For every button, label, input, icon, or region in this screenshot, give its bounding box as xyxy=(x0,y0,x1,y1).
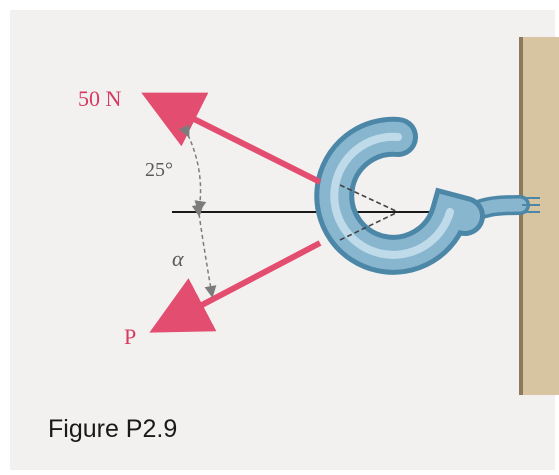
hook-eye xyxy=(314,116,485,275)
figure-caption: Figure P2.9 xyxy=(48,415,178,443)
wall xyxy=(519,37,559,395)
angle-25-label: 25° xyxy=(145,159,173,181)
force-50n-arrow xyxy=(141,92,322,185)
force-p-label: P xyxy=(124,324,136,349)
force-50n-label: 50 N xyxy=(78,86,122,111)
background-panel xyxy=(10,10,555,470)
angle-alpha-arc xyxy=(191,204,217,298)
force-p-arrow xyxy=(149,240,322,333)
angle-alpha-label: α xyxy=(172,246,184,271)
force-line-of-action xyxy=(339,184,399,241)
angle-25-arc xyxy=(178,124,207,213)
